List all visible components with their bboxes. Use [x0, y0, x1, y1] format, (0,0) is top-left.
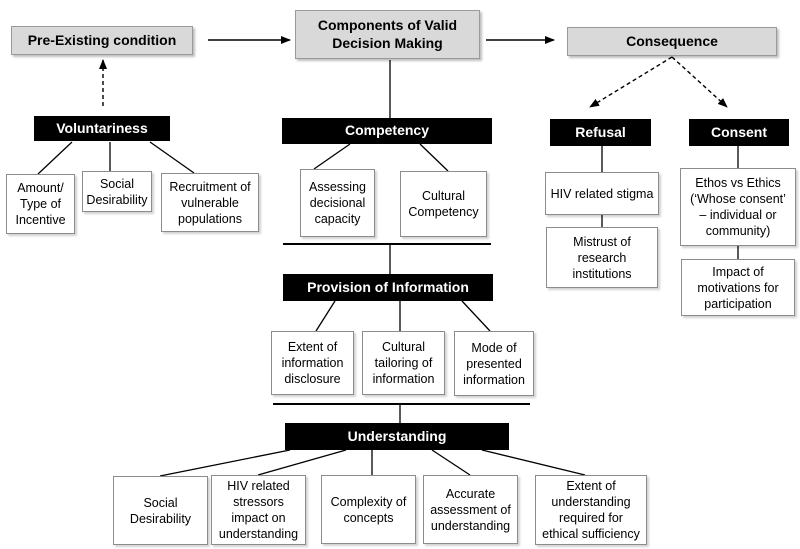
- voluntariness-branch-lines: [37, 141, 195, 175]
- voluntariness-label: Voluntariness: [34, 116, 170, 141]
- consent-item: Ethos vs Ethics (‘Whose consent’ – indiv…: [680, 168, 796, 246]
- competency-item: Assessing decisional capacity: [300, 169, 375, 237]
- consent-label: Consent: [689, 119, 789, 146]
- understanding-item: Accurate assessment of understanding: [423, 475, 518, 544]
- refusal-label: Refusal: [550, 119, 651, 146]
- understanding-lines: [159, 405, 586, 477]
- components-of-decision-making-box: Components of Valid Decision Making: [295, 10, 480, 59]
- refusal-item: Mistrust of research institutions: [546, 227, 658, 288]
- voluntariness-item: Social Desirability: [82, 171, 152, 212]
- understanding-item: HIV related stressors impact on understa…: [211, 475, 306, 545]
- provision-item: Mode of presented information: [454, 331, 534, 396]
- understanding-item: Extent of understanding required for eth…: [535, 475, 647, 545]
- dashed-arrow-consequence-to-consent: [671, 56, 728, 108]
- consequence-box: Consequence: [567, 27, 777, 56]
- understanding-item: Social Desirability: [113, 476, 208, 545]
- competency-item: Cultural Competency: [400, 171, 487, 237]
- understanding-label: Understanding: [285, 423, 509, 450]
- consequence-lines: [601, 146, 739, 259]
- provision-item: Extent of information disclosure: [271, 331, 354, 395]
- voluntariness-item: Recruitment of vulnerable populations: [161, 173, 259, 232]
- understanding-item: Complexity of concepts: [321, 475, 416, 544]
- voluntariness-item: Amount/ Type of Incentive: [6, 174, 75, 234]
- competency-lines: [313, 60, 449, 172]
- consent-item: Impact of motivations for participation: [681, 259, 795, 316]
- pre-existing-condition-box: Pre-Existing condition: [11, 26, 193, 55]
- dashed-arrow-consequence-to-refusal: [589, 56, 673, 108]
- provision-lines: [315, 245, 491, 332]
- refusal-item: HIV related stigma: [545, 172, 659, 215]
- provision-item: Cultural tailoring of information: [362, 331, 445, 395]
- competency-label: Competency: [282, 118, 492, 144]
- provision-of-information-label: Provision of Information: [283, 274, 493, 301]
